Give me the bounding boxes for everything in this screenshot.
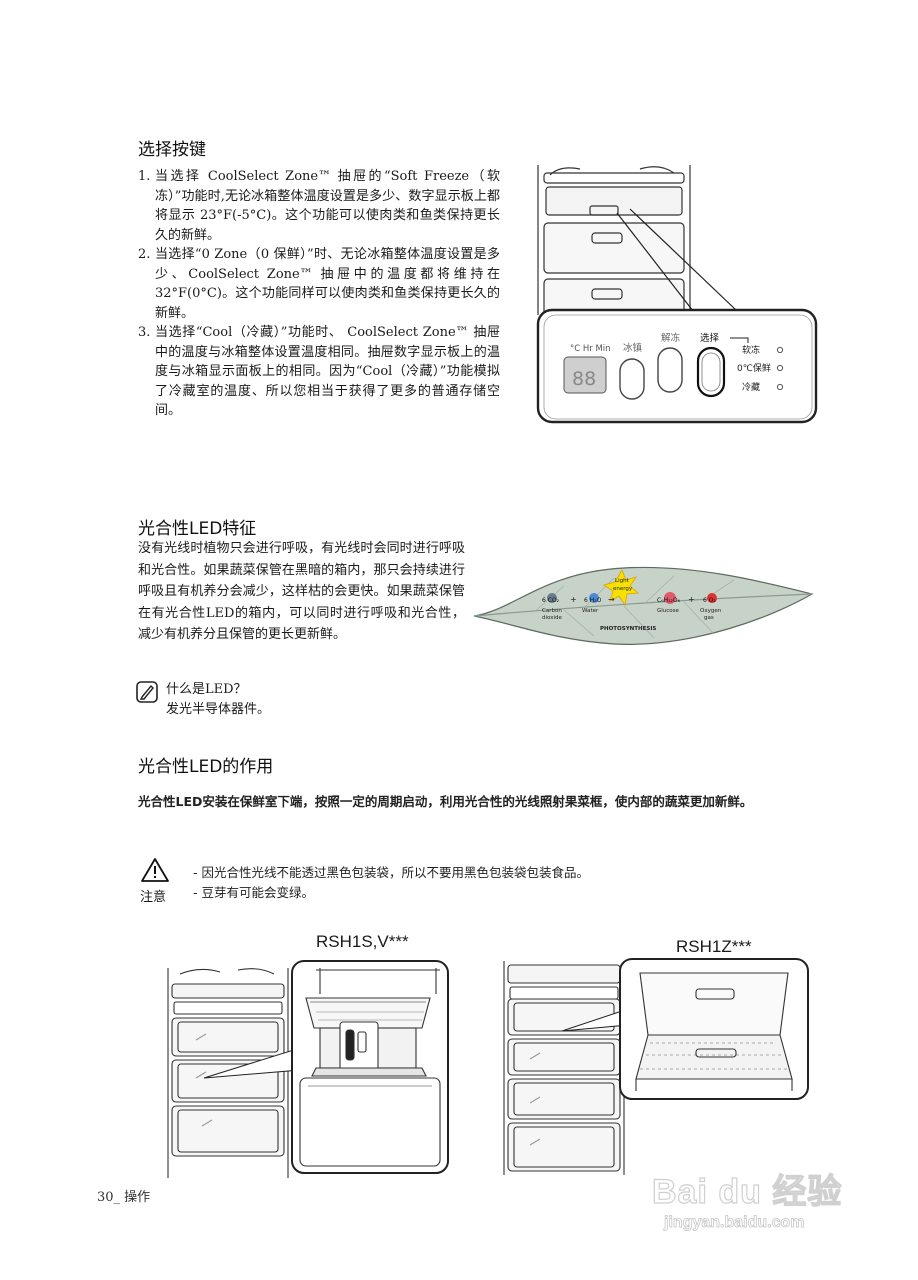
- leaf-shape: [473, 566, 814, 645]
- indicator-led: [776, 364, 784, 372]
- light-label-1: Light: [615, 578, 630, 584]
- watermark-text-2: jingyan.baidu.com: [664, 1214, 805, 1232]
- btn-thaw-label: 解冻: [661, 332, 681, 344]
- watermark-text-1: Bai du 经验: [651, 1172, 843, 1211]
- btn-select-label: 选择: [700, 332, 720, 344]
- baidu-watermark-logo: Bai du 经验 jingyan.baidu.com: [648, 1162, 868, 1242]
- note-line-1: 什么是LED？: [166, 682, 247, 697]
- indicator-led: [776, 346, 784, 354]
- svg-text:→: →: [608, 595, 615, 604]
- option-zero-zone: 0℃保鲜: [737, 362, 771, 374]
- drawer-control-panel-figure: °C Hr Min 88 冰镇 解冻 选择 软冻 0℃保鲜 冷藏: [530, 165, 820, 430]
- caution-icon: [140, 857, 170, 883]
- panel-unit-label: °C Hr Min: [570, 344, 611, 354]
- indicator-led: [776, 383, 784, 391]
- btn-ice-label: 冰镇: [623, 342, 643, 354]
- oxygen-molecule-icon: [707, 593, 717, 603]
- ice-button[interactable]: [619, 358, 645, 400]
- select-button-list: 1.当选择 CoolSelect Zone™ 抽屉的“Soft Freeze（软…: [138, 167, 500, 421]
- svg-text:Carbon: Carbon: [542, 608, 562, 614]
- list-item: 1.当选择 CoolSelect Zone™ 抽屉的“Soft Freeze（软…: [138, 169, 500, 243]
- photosynthesis-leaf-figure: Light energy 6 CO₂ 6 H₂O C₆H₁₂O₆ 6 O₂ → …: [473, 560, 814, 650]
- section-title-select-button: 选择按键: [138, 140, 206, 160]
- glucose-molecule-icon: [664, 592, 676, 604]
- fridge-drawer-figure-rsh1z: [500, 955, 812, 1181]
- svg-text:gas: gas: [704, 615, 714, 621]
- section-title-led-feature: 光合性LED特征: [138, 519, 257, 539]
- caution-line-2: - 豆芽有可能会变绿。: [193, 884, 314, 900]
- svg-text:+: +: [688, 595, 695, 604]
- option-cool: 冷藏: [742, 381, 760, 393]
- svg-text:Glucose: Glucose: [657, 608, 680, 614]
- fridge-drawer-figure-rsh1s: [160, 958, 452, 1180]
- svg-text:C₆H₁₂O₆: C₆H₁₂O₆: [657, 597, 681, 604]
- page-footer: 30_ 操作: [97, 1190, 151, 1205]
- svg-text:dioxide: dioxide: [542, 615, 562, 621]
- panel-digit-display: 88: [572, 368, 596, 390]
- svg-text:Oxygen: Oxygen: [700, 608, 722, 614]
- caution-line-1: - 因光合性光线不能透过黑色包装袋，所以不要用黑色包装袋包装食品。: [193, 865, 589, 880]
- svg-text:Water: Water: [582, 608, 599, 614]
- note-text: 什么是LED？ 发光半导体器件。: [166, 680, 270, 719]
- thaw-button[interactable]: [657, 347, 683, 393]
- co2-molecule-icon: [547, 593, 557, 603]
- caution-label: 注意: [140, 890, 167, 905]
- svg-text:6 CO₂: 6 CO₂: [542, 597, 560, 604]
- note-icon: [136, 681, 158, 703]
- water-molecule-icon: [589, 593, 599, 603]
- section-title-led-function: 光合性LED的作用: [138, 757, 274, 777]
- light-label-2: energy: [613, 586, 633, 592]
- caution-text: - 因光合性光线不能透过黑色包装袋，所以不要用黑色包装袋包装食品。 - 豆芽有可…: [193, 863, 589, 902]
- option-soft-freeze: 软冻: [742, 344, 760, 356]
- list-item: 3.当选择“Cool（冷藏）”功能时、 CoolSelect Zone™ 抽屉中…: [138, 325, 500, 418]
- svg-text:6 O₂: 6 O₂: [703, 597, 716, 604]
- led-function-paragraph: 光合性LED安装在保鲜室下端，按照一定的周期启动，利用光合性的光线照射果菜框，使…: [138, 794, 753, 809]
- svg-text:6 H₂O: 6 H₂O: [584, 597, 602, 604]
- list-item: 2.当选择“0 Zone（0 保鲜）”时、无论冰箱整体温度设置是多少、CoolS…: [138, 247, 500, 321]
- svg-text:PHOTOSYNTHESIS: PHOTOSYNTHESIS: [600, 626, 656, 632]
- model-label-rsh1z: RSH1Z***: [676, 937, 752, 956]
- select-button[interactable]: [696, 346, 726, 398]
- light-energy-icon: [603, 569, 639, 607]
- note-line-2: 发光半导体器件。: [166, 701, 271, 717]
- led-feature-paragraph: 没有光线时植物只会进行呼吸，有光线时会同时进行呼吸和光合性。如果蔬菜保管在黑暗的…: [138, 541, 465, 642]
- model-label-rsh1s: RSH1S,V***: [316, 932, 409, 951]
- svg-text:+: +: [570, 595, 577, 604]
